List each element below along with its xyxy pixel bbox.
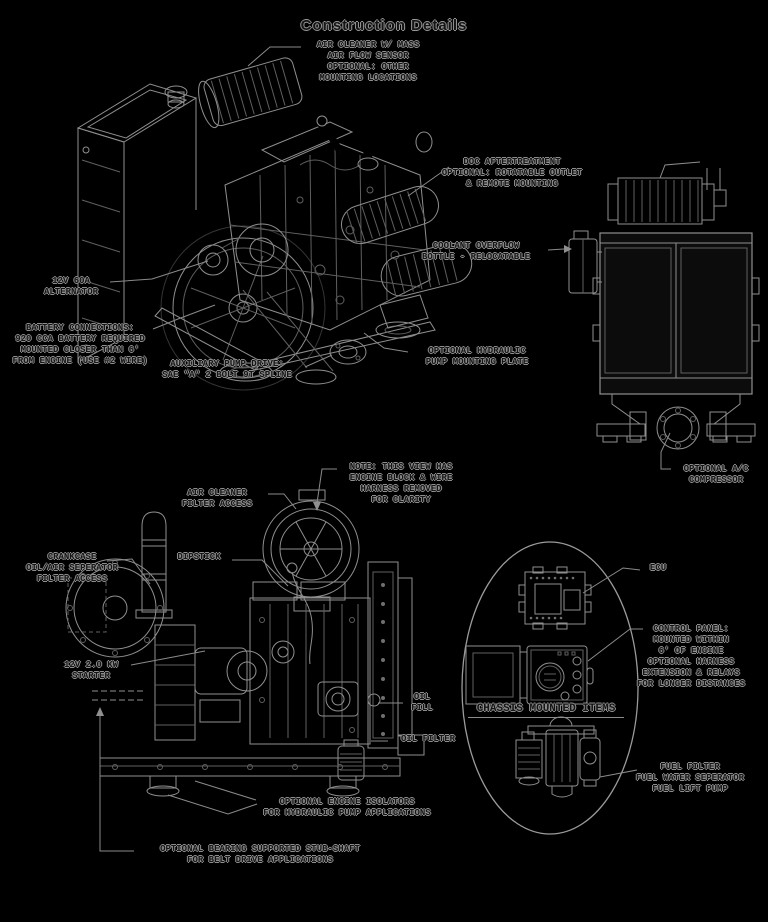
label-doc-aftertreatment: DOC AFTERTREATMENT OPTIONAL: ROTATABLE O… [441, 157, 583, 189]
label-fuel-filter: FUEL FILTER FUEL WATER SEPERATOR FUEL LI… [635, 762, 745, 794]
label-hydraulic-pump-plate: OPTIONAL HYDRAULIC PUMP MOUNTING PLATE [425, 346, 529, 367]
label-chassis-mounted-items: CHASSIS MOUNTED ITEMS [468, 703, 624, 718]
chassis-mounted-items-drawing [461, 541, 639, 835]
chassis-items-ellipse [461, 541, 639, 835]
label-oil-filter: OIL FILTER [400, 734, 455, 744]
label-stub-shaft: OPTIONAL BEARING SUPPORTED STUB-SHAFT FO… [160, 844, 360, 865]
starter-drawing [154, 624, 268, 741]
engine-side-view-drawing [65, 489, 425, 797]
label-ecu: ECU [649, 563, 667, 573]
label-air-cleaner-filter-access: AIR CLEANER FILTER ACCESS [181, 488, 253, 509]
control-panel-drawing [465, 645, 594, 705]
label-ac-compressor: OPTIONAL A/C COMPRESSOR [683, 464, 749, 485]
air-cleaner-access-drawing [262, 489, 360, 612]
label-control-panel: CONTROL PANEL: MOUNTED WITHIN 6' OF ENGI… [636, 624, 746, 689]
label-crankcase-separator: CRANKCASE OIL/AIR SEPERATOR FILTER ACCES… [26, 552, 118, 584]
label-coolant-overflow: COOLANT OVERFLOW BOTTLE - RELOCATABLE [421, 241, 531, 262]
coolant-bottle [568, 230, 602, 294]
engine-isometric-drawing [76, 57, 473, 391]
label-alternator: 12V 60A ALTERNATOR [43, 276, 98, 297]
label-starter: 12V 2.0 KW STARTER [63, 660, 118, 681]
dipstick-handle [286, 562, 298, 574]
ecu-drawing [518, 566, 592, 630]
oil-filter-drawing [337, 739, 365, 781]
page-title: Construction Details [300, 17, 468, 34]
oil-fill-cap [367, 693, 381, 707]
crankcase-separator-drawing [65, 558, 165, 658]
leader-lines [96, 46, 671, 852]
label-battery-connections: BATTERY CONNECTIONS: 920 CCA BATTERY REQ… [12, 323, 148, 366]
label-air-cleaner: AIR CLEANER W/ MASS AIR FLOW SENSOR OPTI… [316, 40, 420, 83]
fuel-filter-drawing [515, 716, 601, 798]
stub-shaft-drawing [92, 690, 145, 701]
label-aux-pump-drive: AUXILIARY PUMP DRIVE: SAE "A" 2 BOLT 9T … [162, 359, 292, 380]
label-oil-fill: OIL FILL [411, 692, 433, 713]
ac-compressor-drawing [656, 406, 700, 450]
label-note-clarity: NOTE: THIS VIEW HAS ENGINE BLOCK & WIRE … [349, 462, 453, 505]
engine-front-view-drawing [568, 161, 760, 450]
label-dipstick: DIPSTICK [177, 552, 221, 562]
label-engine-isolators: OPTIONAL ENGINE ISOLATORS FOR HYDRAULIC … [263, 797, 431, 818]
